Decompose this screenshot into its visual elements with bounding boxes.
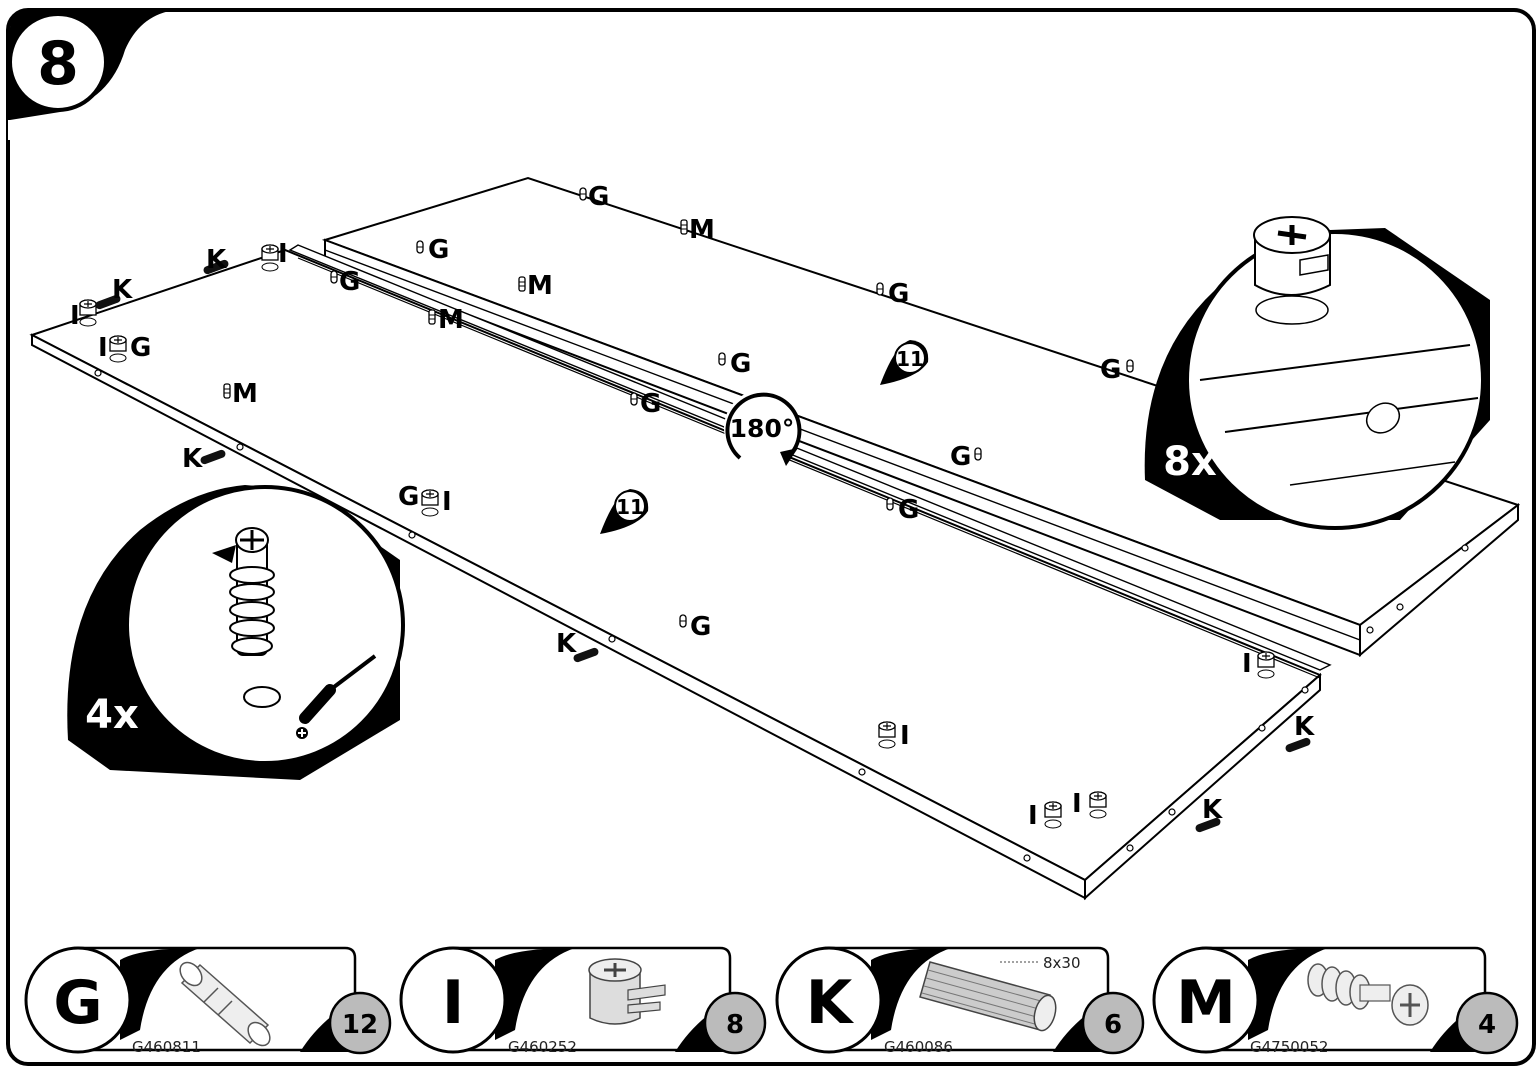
reference-marker: 11 — [880, 340, 929, 385]
part-count: 12 — [342, 1010, 378, 1040]
label-i: I — [900, 721, 910, 751]
front-panel — [29, 244, 1332, 901]
wood-dowel-icon — [919, 961, 1057, 1032]
label-g: G — [898, 495, 919, 525]
part-letter-labels: G M G G G M G G G G G M M G I I I G G I … — [70, 182, 1315, 831]
label-g: G — [950, 442, 971, 472]
label-g: G — [339, 267, 360, 297]
rotation-label: 180° — [730, 414, 795, 443]
reference-marker: 11 — [600, 489, 649, 534]
part-code: G4750052 — [1250, 1038, 1328, 1056]
part-card-i: I 8 G460252 — [399, 946, 767, 1056]
page-border — [6, 8, 1536, 1066]
label-k: K — [1202, 795, 1223, 825]
rotate-arrow-icon: 180° — [724, 390, 802, 466]
label-g: G — [428, 235, 449, 265]
label-k: K — [112, 275, 133, 305]
label-i: I — [1072, 789, 1082, 819]
cam-bolt-icon — [212, 527, 275, 656]
label-i: I — [442, 487, 452, 517]
part-count: 8 — [726, 1010, 744, 1040]
label-g: G — [398, 482, 419, 512]
label-m: M — [689, 215, 715, 245]
part-letter: K — [806, 968, 855, 1038]
cam-lock-icon — [1253, 216, 1331, 325]
reference-number: 11 — [616, 495, 644, 519]
detail-multiplier: 8x — [1163, 439, 1217, 485]
cam-bolt-icon — [1307, 963, 1429, 1026]
detail-callout-cam-bolt: 4x — [67, 485, 405, 780]
label-m: M — [438, 305, 464, 335]
label-m: M — [232, 379, 258, 409]
label-k: K — [206, 245, 227, 275]
part-letter: I — [442, 968, 464, 1038]
label-k: K — [556, 629, 577, 659]
label-g: G — [130, 333, 151, 363]
part-card-g: G 12 G460811 — [24, 946, 392, 1056]
part-card-k: K 6 G460086 8x30 — [775, 946, 1145, 1056]
label-g: G — [888, 279, 909, 309]
part-count: 4 — [1478, 1010, 1496, 1040]
detail-multiplier: 4x — [85, 692, 139, 738]
edge-holes — [94, 369, 1469, 862]
step-number: 8 — [37, 29, 79, 99]
part-count: 6 — [1104, 1010, 1122, 1040]
label-g: G — [588, 182, 609, 212]
label-k: K — [182, 444, 203, 474]
part-card-m: M 4 G4750052 — [1152, 946, 1519, 1056]
screwdriver-icon — [296, 654, 377, 739]
part-code: G460086 — [884, 1038, 953, 1056]
dowel-icon — [179, 961, 271, 1047]
label-i: I — [1028, 801, 1038, 831]
label-k: K — [1294, 712, 1315, 742]
label-i: I — [98, 333, 108, 363]
label-g: G — [1100, 355, 1121, 385]
cam-lock-icon — [588, 958, 666, 1025]
label-m: M — [527, 271, 553, 301]
dowel-dimension: 8x30 — [1043, 954, 1081, 972]
label-g: G — [690, 612, 711, 642]
detail-callout-cam-lock: 8x — [1144, 216, 1490, 530]
label-i: I — [1242, 649, 1252, 679]
reference-number: 11 — [896, 347, 924, 371]
part-code: G460252 — [508, 1038, 577, 1056]
part-code: G460811 — [132, 1038, 201, 1056]
part-letter: M — [1176, 968, 1236, 1038]
step-badge — [8, 12, 108, 112]
part-letter: G — [53, 968, 102, 1038]
label-g: G — [640, 389, 661, 419]
label-g: G — [730, 349, 751, 379]
label-i: I — [70, 301, 80, 331]
label-i: I — [278, 239, 288, 269]
